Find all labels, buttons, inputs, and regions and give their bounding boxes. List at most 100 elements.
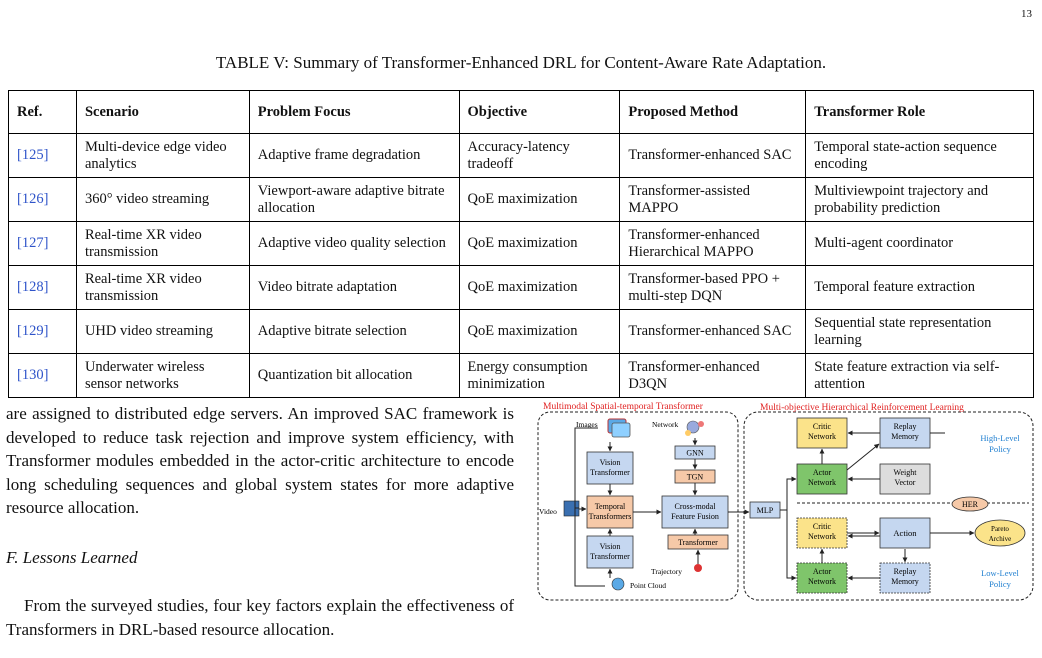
table-caption: TABLE V: Summary of Transformer-Enhanced… — [215, 53, 827, 72]
images-label: Images — [576, 420, 598, 429]
critic-network-top — [796, 417, 848, 449]
vision-transformer-bottom — [586, 535, 634, 569]
svg-text:Transformer: Transformer — [678, 538, 718, 547]
header-problem-focus: Problem Focus — [248, 90, 460, 134]
ref-link[interactable]: [129] — [17, 323, 49, 339]
point-cloud-icon — [611, 577, 625, 591]
trajectory-icon — [694, 564, 702, 572]
header-scenario: Scenario — [75, 90, 250, 134]
cell-objective: Accuracy-latency tradeoff — [458, 133, 621, 178]
right-title: Multi-objective Hierarchical Reinforceme… — [760, 402, 964, 413]
network-icon — [686, 420, 700, 434]
cell-method: Transformer-enhanced D3QN — [619, 353, 807, 398]
table-row: [128] Real-time XR video transmission Vi… — [8, 265, 1034, 310]
cell-scenario: Multi-device edge video analytics — [75, 133, 250, 178]
cell-scenario: UHD video streaming — [75, 309, 250, 354]
cell-objective: QoE maximization — [458, 309, 621, 354]
point-cloud-label: Point Cloud — [630, 581, 666, 590]
weight-vector-box — [879, 463, 931, 495]
ref-link[interactable]: [130] — [17, 367, 49, 383]
cell-scenario: Real-time XR video transmission — [75, 265, 250, 310]
action-box — [879, 517, 931, 549]
page-number: 13 — [1021, 8, 1032, 20]
table-header-row: Ref. Scenario Problem Focus Objective Pr… — [8, 90, 1034, 134]
cell-scenario: 360° video streaming — [75, 177, 250, 222]
svg-text:Action: Action — [893, 528, 917, 538]
summary-table: Ref. Scenario Problem Focus Objective Pr… — [8, 90, 1034, 398]
cell-scenario: Underwater wireless sensor networks — [75, 353, 250, 398]
table-row: [130] Underwater wireless sensor network… — [8, 353, 1034, 398]
actor-network-top — [796, 463, 848, 495]
header-objective: Objective — [458, 90, 621, 134]
left-title: Multimodal Spatial-temporal Transformer — [543, 401, 704, 412]
header-proposed-method: Proposed Method — [619, 90, 807, 134]
network-label: Network — [652, 420, 678, 429]
cell-objective: QoE maximization — [458, 177, 621, 222]
left-panel-frame — [537, 411, 739, 601]
cell-role: Sequential state representation learning — [805, 309, 1034, 354]
trajectory-label: Trajectory — [651, 567, 682, 576]
video-label: Video — [539, 507, 557, 516]
cell-problem: Adaptive bitrate selection — [248, 309, 460, 354]
svg-text:MLP: MLP — [757, 506, 774, 515]
cell-objective: QoE maximization — [458, 265, 621, 310]
cell-role: Temporal state-action sequence encoding — [805, 133, 1034, 178]
ref-link[interactable]: [127] — [17, 235, 49, 251]
ref-link[interactable]: [125] — [17, 147, 49, 163]
cell-role: State feature extraction via self-attent… — [805, 353, 1034, 398]
cell-role: Multi-agent coordinator — [805, 221, 1034, 266]
table-row: [126] 360° video streaming Viewport-awar… — [8, 177, 1034, 222]
svg-text:GNN: GNN — [686, 449, 704, 458]
critic-network-bottom — [796, 517, 848, 549]
table-row: [127] Real-time XR video transmission Ad… — [8, 221, 1034, 266]
cell-problem: Video bitrate adaptation — [248, 265, 460, 310]
section-heading: F. Lessons Learned — [6, 548, 138, 567]
cell-method: Transformer-assisted MAPPO — [619, 177, 807, 222]
header-transformer-role: Transformer Role — [805, 90, 1034, 134]
cell-objective: Energy consumption minimization — [458, 353, 621, 398]
cell-method: Transformer-enhanced SAC — [619, 133, 807, 178]
cell-method: Transformer-enhanced Hierarchical MAPPO — [619, 221, 807, 266]
replay-memory-bottom — [879, 562, 931, 594]
cell-method: Transformer-enhanced SAC — [619, 309, 807, 354]
cell-problem: Adaptive frame degradation — [248, 133, 460, 178]
cell-role: Temporal feature extraction — [805, 265, 1034, 310]
body-paragraph: are assigned to distributed edge servers… — [6, 404, 514, 518]
cell-method: Transformer-based PPO + multi-step DQN — [619, 265, 807, 310]
ref-link[interactable]: [126] — [17, 191, 49, 207]
vision-transformer-top — [586, 451, 634, 485]
ref-link[interactable]: [128] — [17, 279, 49, 295]
cell-objective: QoE maximization — [458, 221, 621, 266]
her-ellipse — [951, 496, 989, 512]
actor-network-bottom — [796, 562, 848, 594]
cell-problem: Adaptive video quality selection — [248, 221, 460, 266]
body-paragraph-2: From the surveyed studies, four key fact… — [6, 596, 514, 639]
transformer-box — [667, 534, 729, 550]
svg-text:HER: HER — [962, 500, 979, 509]
cross-modal-box — [661, 495, 729, 529]
table-row: [129] UHD video streaming Adaptive bitra… — [8, 309, 1034, 354]
svg-text:TGN: TGN — [687, 473, 704, 482]
header-ref: Ref. — [8, 90, 77, 134]
cell-problem: Quantization bit allocation — [248, 353, 460, 398]
table-row: [125] Multi-device edge video analytics … — [8, 133, 1034, 178]
cell-problem: Viewport-aware adaptive bitrate allocati… — [248, 177, 460, 222]
cell-scenario: Real-time XR video transmission — [75, 221, 250, 266]
architecture-figure: Multimodal Spatial-temporal Transformer … — [535, 398, 1035, 603]
right-panel-frame — [743, 411, 1034, 601]
cell-role: Multiviewpoint trajectory and probabilit… — [805, 177, 1034, 222]
